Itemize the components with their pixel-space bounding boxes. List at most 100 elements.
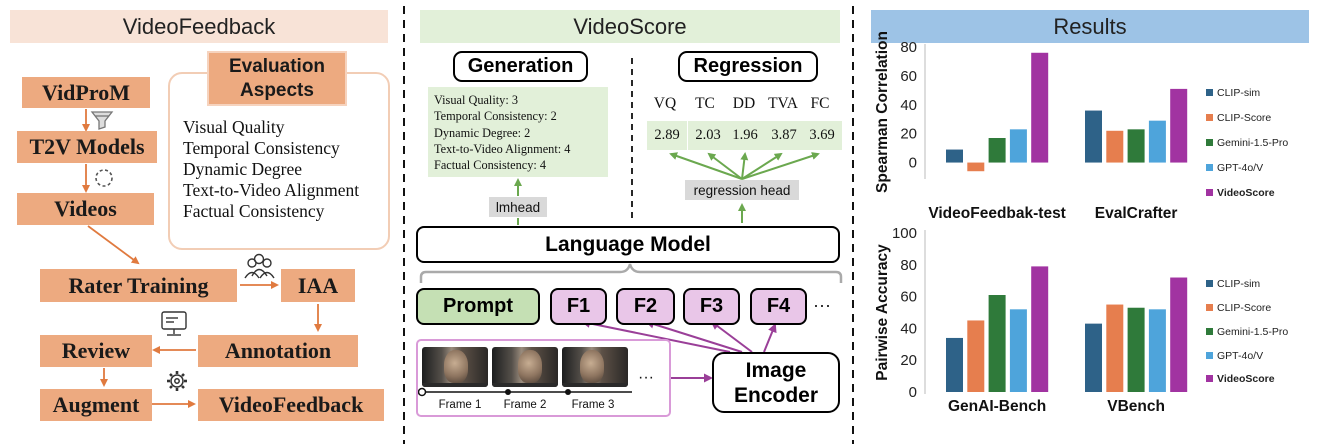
augment-box: Augment: [40, 389, 152, 421]
y-tick-label: 100: [892, 225, 917, 242]
bar: [988, 138, 1006, 163]
legend-swatch: [1206, 352, 1213, 359]
metric-label: FC: [810, 95, 830, 112]
bar: [1106, 130, 1124, 163]
bar: [967, 320, 985, 392]
metric-label: TVA: [768, 95, 798, 112]
regression-label: Regression: [678, 51, 818, 82]
y-tick-label: 20: [900, 352, 917, 369]
bar: [1127, 307, 1145, 392]
review-box: Review: [40, 335, 152, 367]
legend-label: CLIP-sim: [1217, 87, 1260, 99]
y-axis-label: Pairwise Accuracy: [874, 244, 891, 381]
y-axis-label: Spearman Correlation: [874, 31, 891, 193]
bar: [1009, 129, 1027, 163]
gear-icon: [167, 371, 187, 391]
video-frames-panel: [416, 339, 671, 417]
image-encoder-box: Image Encoder: [712, 352, 840, 413]
bar: [1106, 304, 1124, 392]
generation-line: Text-to-Video Alignment: 4: [434, 141, 571, 156]
category-label: VBench: [1107, 398, 1165, 415]
legend-label: VideoScore: [1217, 187, 1275, 199]
aspect-list: Visual Quality Temporal Consistency Dyna…: [183, 117, 359, 222]
metric-value: 3.87: [764, 121, 804, 150]
y-tick-label: 0: [909, 155, 917, 172]
metric-label: DD: [732, 95, 756, 112]
frame-token-f3: F3: [683, 288, 740, 325]
bar: [1009, 309, 1027, 392]
legend-swatch: [1206, 280, 1213, 287]
legend-swatch: [1206, 139, 1213, 146]
bar: [1085, 110, 1102, 163]
frame-label: Frame 1: [438, 399, 482, 411]
legend-swatch: [1206, 89, 1213, 96]
bar: [1127, 129, 1145, 163]
generation-line: Factual Consistency: 4: [434, 158, 547, 173]
legend-swatch: [1206, 189, 1213, 196]
bar: [946, 149, 963, 163]
regression-head-label: regression head: [685, 180, 799, 200]
evaluation-aspects-title: Evaluation Aspects: [207, 51, 347, 106]
image-encoder-line2: Encoder: [733, 383, 819, 407]
aspects-title-line2: Aspects: [240, 79, 314, 101]
rater-training-box: Rater Training: [40, 269, 237, 302]
pipeline-arrows: [82, 109, 322, 408]
bar: [946, 337, 963, 392]
annotation-box: Annotation: [198, 335, 358, 367]
y-tick-label: 0: [909, 384, 917, 401]
cycle-icon: [95, 169, 113, 187]
frame-label: Frame 3: [571, 399, 615, 411]
videoscore-header: VideoScore: [420, 10, 840, 43]
video-frame-thumbnail: [422, 347, 488, 387]
y-tick-label: 20: [900, 126, 917, 143]
bar: [1148, 120, 1166, 163]
generation-line: Temporal Consistency: 2: [434, 109, 557, 124]
y-tick-label: 60: [900, 68, 917, 85]
category-label: VideoFeedbak-test: [928, 205, 1066, 222]
metric-label: TC: [695, 95, 715, 112]
video-frame-thumbnail: [562, 347, 628, 387]
generation-line: Visual Quality: 3: [434, 93, 518, 107]
funnel-icon: [90, 111, 114, 130]
videofeedback-box: VideoFeedback: [198, 389, 384, 421]
category-label: EvalCrafter: [1095, 205, 1178, 222]
legend-swatch: [1206, 328, 1213, 335]
y-tick-label: 40: [900, 320, 917, 337]
legend-swatch: [1206, 304, 1213, 311]
frame-token-f2: F2: [616, 288, 675, 325]
prompt-box: Prompt: [416, 288, 540, 325]
generation-label: Generation: [453, 51, 588, 82]
video-frame-thumbnail: [492, 347, 558, 387]
legend-swatch: [1206, 164, 1213, 171]
y-tick-label: 40: [900, 97, 917, 114]
vidprom-box: VidProM: [22, 77, 150, 108]
aspect-item: Visual Quality: [183, 117, 285, 137]
metric-value: 3.69: [802, 121, 842, 150]
bar: [1170, 88, 1188, 163]
metric-label: VQ: [653, 95, 677, 112]
t2v-models-box: T2V Models: [17, 131, 157, 163]
videofeedback-header: VideoFeedback: [10, 10, 388, 43]
generation-output: Visual Quality: 3 Temporal Consistency: …: [428, 87, 608, 177]
aspect-item: Text-to-Video Alignment: [183, 180, 360, 200]
metric-value: 2.03: [688, 121, 728, 150]
legend-label: CLIP-Score: [1217, 112, 1271, 124]
frame-label: Frame 2: [503, 399, 547, 411]
results-header: Results: [871, 10, 1309, 43]
bar: [988, 295, 1006, 392]
bar: [1031, 52, 1049, 163]
aspect-item: Temporal Consistency: [183, 138, 340, 158]
image-encoder-line1: Image: [745, 358, 807, 382]
aspects-title-line1: Evaluation: [228, 55, 326, 77]
generation-line: Dynamic Degree: 2: [434, 125, 531, 140]
category-label: GenAI-Bench: [948, 398, 1046, 415]
metric-value: 1.96: [725, 121, 765, 150]
frame-token-f4: F4: [750, 288, 807, 325]
lmhead-label: lmhead: [489, 197, 547, 217]
frames-ellipsis: ···: [638, 369, 654, 386]
aspect-item: Dynamic Degree: [183, 159, 303, 179]
iaa-box: IAA: [281, 269, 355, 302]
videos-box: Videos: [17, 193, 154, 225]
